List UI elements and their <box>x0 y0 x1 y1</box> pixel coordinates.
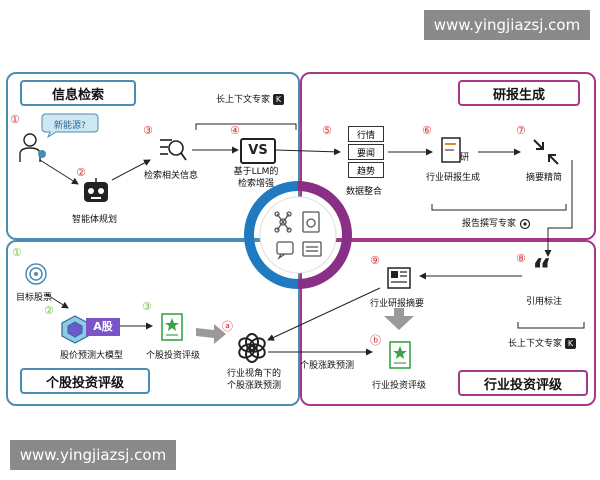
search-info-label: 检索相关信息 <box>144 171 199 181</box>
step-a-number: ⓐ <box>222 320 233 333</box>
industry-view-label: 行业视角下的 个股涨跌预测 <box>226 369 281 391</box>
report-writing-expert-text: 报告撰写专家 <box>462 219 517 229</box>
a-stock-badge: A股 <box>86 318 120 336</box>
report-writing-expert-label: 报告撰写专家 <box>462 216 531 230</box>
agent-planning-label: 智能体规划 <box>72 215 118 225</box>
industry-report-gen-label: 行业研报生成 <box>426 173 481 183</box>
report-generation-title: 研报生成 <box>458 80 580 106</box>
quote-icon: “ <box>532 253 552 288</box>
stock-change-pred-label: 个股涨跌预测 <box>300 361 355 371</box>
info-retrieval-title: 信息检索 <box>20 80 136 106</box>
long-context-expert-2-text: 长上下文专家 <box>508 339 563 349</box>
step-1-number: ① <box>10 113 20 126</box>
step-7-number: ⑦ <box>516 124 526 137</box>
stock-step-1-number: ① <box>12 246 22 259</box>
k-badge-icon: K <box>273 94 285 105</box>
step-9-number: ⑨ <box>370 254 380 267</box>
watermark-top: www.yingjiazsj.com <box>424 10 590 40</box>
citation-label: 引用标注 <box>526 297 563 307</box>
industry-report-summary-label: 行业研报摘要 <box>370 299 425 309</box>
search-doc-icon <box>160 139 187 161</box>
speech-bubble-icon <box>41 113 99 138</box>
step-6-number: ⑥ <box>422 124 432 137</box>
cube-model-icon <box>61 315 89 344</box>
long-context-expert-text: 长上下文专家 <box>216 95 271 105</box>
trend-tag: 趋势 <box>348 162 384 178</box>
data-integration-label: 数据整合 <box>346 187 383 197</box>
target-icon <box>25 263 47 285</box>
center-ring <box>244 181 352 289</box>
openai-knot-icon <box>238 333 266 363</box>
industry-rating-doc-icon <box>389 341 411 369</box>
stock-rating-title: 个股投资评级 <box>20 368 150 394</box>
news-tag: 要闻 <box>348 144 384 160</box>
step-4-number: ④ <box>230 124 240 137</box>
stock-step-3-number: ③ <box>142 300 152 313</box>
price-model-label: 股价预测大模型 <box>60 351 124 361</box>
new-energy-label: 新能源? <box>54 121 86 131</box>
stock-step-2-number: ② <box>44 304 54 317</box>
market-tag: 行情 <box>348 126 384 142</box>
step-5-number: ⑤ <box>322 124 332 137</box>
step-2-number: ② <box>76 166 86 179</box>
research-char: 研 <box>460 153 470 163</box>
user-icon <box>19 133 46 162</box>
research-doc-icon <box>441 137 461 163</box>
industry-rating-doc-label: 行业投资评级 <box>372 381 427 391</box>
k-badge-2-icon: K <box>565 338 577 349</box>
step-b-number: ⓑ <box>370 334 381 347</box>
llm-enhance-label: 基于LLM的 检索增强 <box>233 167 279 189</box>
news-summary-icon <box>387 267 411 289</box>
openai-small-icon <box>519 218 530 229</box>
watermark-bottom: www.yingjiazsj.com <box>10 440 176 470</box>
stock-rating-doc-icon <box>161 313 183 341</box>
step-8-number: ⑧ <box>516 252 526 265</box>
stock-rating-doc-label: 个股投资评级 <box>146 351 201 361</box>
step-3-number: ③ <box>143 124 153 137</box>
target-stock-label: 目标股票 <box>16 293 53 303</box>
llm-logo-icon: VS <box>240 138 276 164</box>
summary-refine-label: 摘要精简 <box>526 173 563 183</box>
industry-rating-title: 行业投资评级 <box>458 370 588 396</box>
robot-icon <box>84 178 108 202</box>
shrink-arrows-icon <box>533 139 559 165</box>
